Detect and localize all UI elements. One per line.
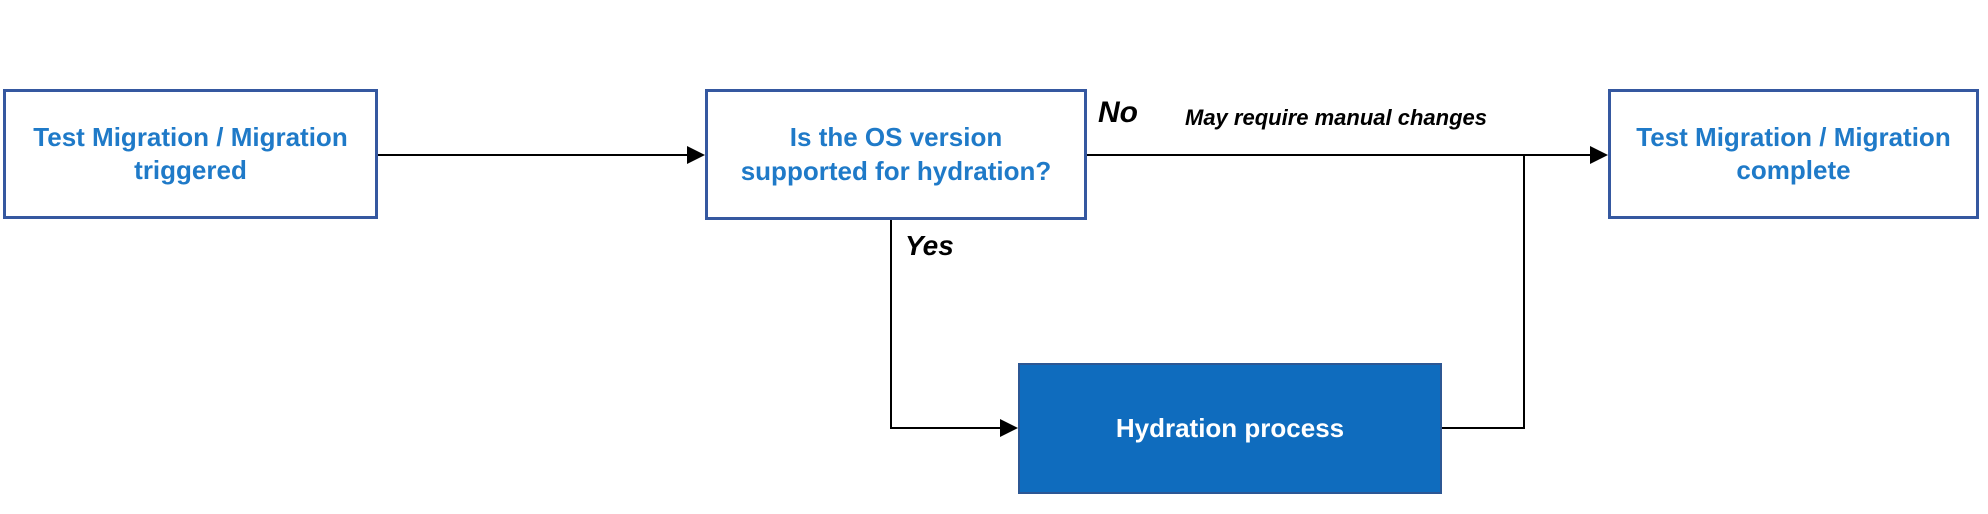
edge-yes-vertical (890, 220, 892, 429)
edge-yes-horizontal (890, 427, 1000, 429)
node-label-line: complete (1736, 155, 1851, 185)
arrowhead-into-decision-icon (687, 146, 705, 164)
node-label-line: Is the OS version (789, 122, 1003, 153)
edge-label-may-require-manual-changes: May require manual changes (1185, 105, 1487, 130)
edge-label-yes: Yes (905, 230, 954, 261)
node-hydration-process: Hydration process (1018, 363, 1442, 494)
node-migration-complete: Test Migration / Migration complete (1608, 89, 1979, 219)
node-label-line: supported for hydration? (740, 155, 1052, 186)
node-os-version-decision: Is the OS version supported for hydratio… (705, 89, 1087, 220)
node-label-line: Test Migration / Migration (1636, 121, 1951, 152)
node-label-line: Test Migration / Migration (33, 121, 348, 152)
arrowhead-into-complete-icon (1590, 146, 1608, 164)
edge-decision-to-complete (1087, 154, 1590, 156)
arrowhead-into-hydration-icon (1000, 419, 1018, 437)
node-migration-triggered: Test Migration / Migration triggered (3, 89, 378, 219)
edge-label-no: No (1098, 96, 1138, 129)
edge-hydration-up-vertical (1523, 154, 1525, 429)
edge-start-to-decision (378, 154, 689, 156)
node-label-line: triggered (134, 155, 247, 185)
node-label-line: Hydration process (1115, 412, 1345, 443)
edge-hydration-out-horizontal (1442, 427, 1525, 429)
